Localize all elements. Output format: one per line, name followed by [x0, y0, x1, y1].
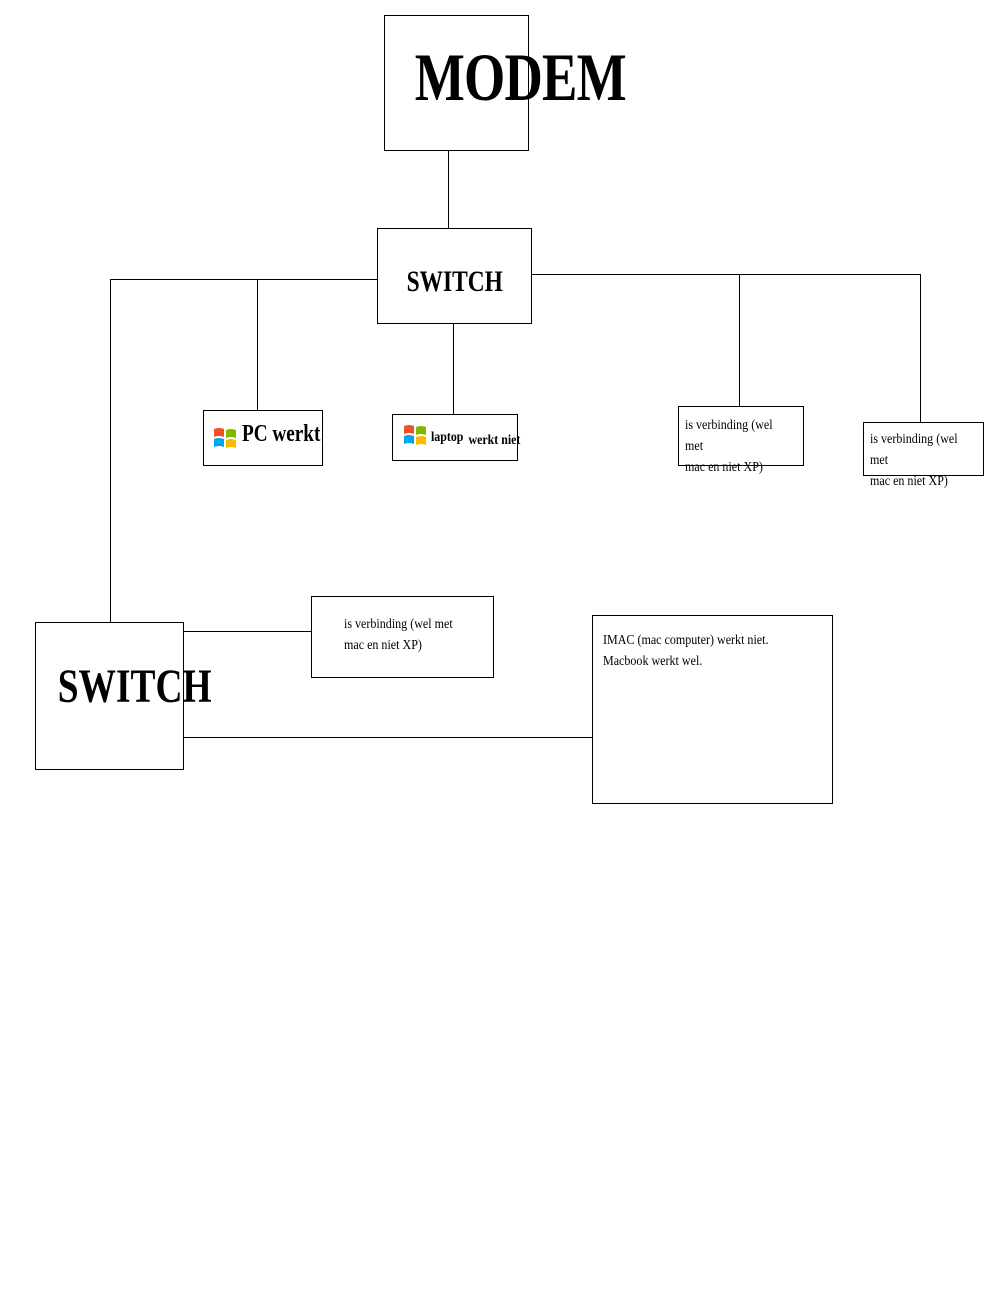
conn-lower-line1: is verbinding (wel met — [344, 617, 453, 632]
conn-right1-line2: mac en niet XP) — [685, 460, 763, 475]
modem-label: MODEM — [414, 39, 627, 115]
line-switch-left-horizontal — [110, 279, 378, 280]
laptop-label-part1: laptop — [431, 430, 464, 445]
laptop-label: laptop werkt niet — [431, 430, 521, 449]
switch-main-node: SWITCH — [377, 228, 532, 324]
laptop-node: laptop werkt niet — [392, 414, 521, 461]
line-to-laptop — [453, 323, 454, 415]
windows-xp-logo-icon — [214, 428, 236, 448]
pc-node: PC werkt — [203, 410, 323, 466]
line-left-vertical-to-switch2 — [110, 279, 111, 622]
line-to-conn-right1 — [739, 274, 740, 406]
line-switch2-to-conn-lower — [183, 631, 311, 632]
pc-label: PC werkt — [242, 421, 321, 447]
conn-right2-line2: mac en niet XP) — [870, 474, 948, 489]
conn-right2-node: is verbinding (wel met mac en niet XP) — [863, 422, 984, 489]
line-modem-to-switch — [448, 150, 449, 230]
line-to-conn-right2 — [920, 274, 921, 422]
line-switch-right-horizontal — [531, 274, 921, 275]
imac-line2: Macbook werkt wel. — [603, 654, 703, 669]
conn-lower-node: is verbinding (wel met mac en niet XP) — [311, 596, 494, 678]
conn-lower-line2: mac en niet XP) — [344, 638, 422, 653]
conn-right1-node: is verbinding (wel met mac en niet XP) — [678, 406, 804, 475]
conn-right1-line1: is verbinding (wel met — [685, 418, 773, 454]
laptop-label-part2: werkt niet — [468, 433, 521, 448]
imac-node: IMAC (mac computer) werkt niet. Macbook … — [592, 615, 833, 804]
windows-xp-logo-icon — [404, 425, 426, 445]
line-switch2-to-imac — [183, 737, 593, 738]
imac-line1: IMAC (mac computer) werkt niet. — [603, 633, 769, 648]
modem-node: MODEM — [384, 15, 627, 151]
switch-secondary-label: SWITCH — [57, 660, 212, 713]
switch-secondary-node: SWITCH — [35, 622, 212, 770]
switch-main-label: SWITCH — [406, 265, 503, 298]
conn-right2-line1: is verbinding (wel met — [870, 432, 958, 468]
line-to-pc — [257, 279, 258, 411]
